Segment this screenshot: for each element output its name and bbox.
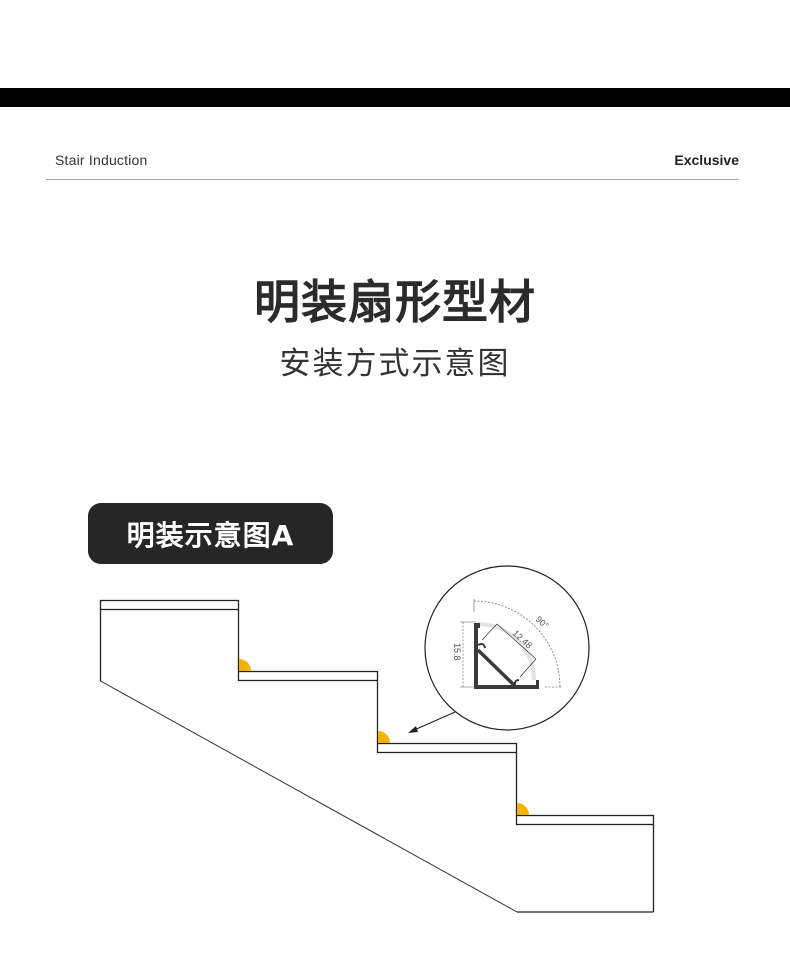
top-black-bar [0,88,790,107]
section-label-text: 明装示意图A [126,518,295,552]
page-subtitle: 安装方式示意图 [279,346,511,382]
header-tag: Exclusive [674,152,739,168]
stair-stringer-line [100,680,518,913]
step-1-tread [99,599,240,611]
step-3-tread [376,742,518,754]
led-profile-icon [239,659,251,671]
detail-magnifier-circle [424,565,590,731]
led-profile-icon [517,803,529,815]
header-divider [46,179,739,180]
led-profile-icon [378,731,390,743]
height-dimension-label: 15.8 [452,643,462,661]
header-category: Stair Induction [55,152,148,168]
step-2-tread [237,670,379,682]
angle-arc [473,600,561,688]
section-label-pill: 明装示意图A [88,503,333,564]
callout-arrow-line [411,711,456,732]
page-title: 明装扇形型材 [254,275,536,329]
profile-cross-section: 90° 12.48 15.8 [452,599,562,689]
arrow-head-icon [408,726,418,733]
step-4-tread [515,814,655,826]
stair-outline [99,599,655,913]
